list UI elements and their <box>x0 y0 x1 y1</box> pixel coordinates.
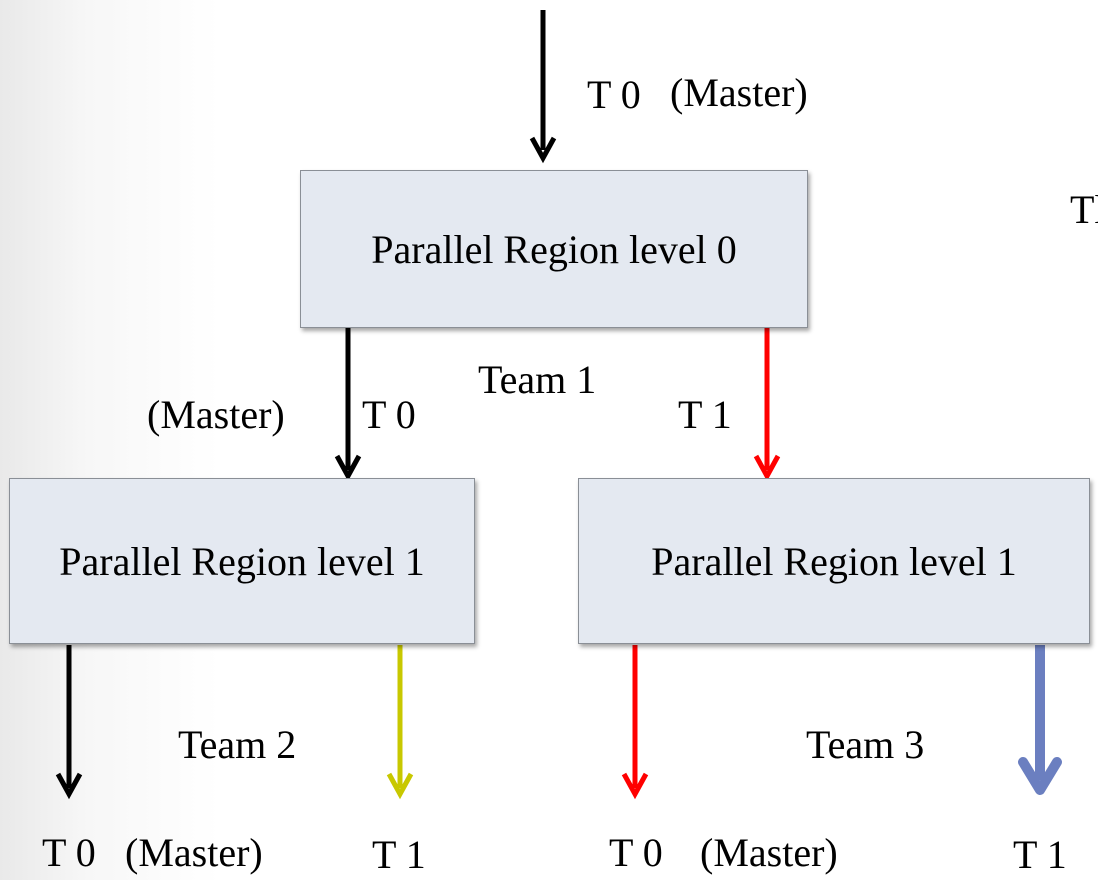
arrowhead-top-t0 <box>529 136 557 164</box>
label-top-thread: T 0 <box>587 72 641 117</box>
label-team2: Team 2 <box>178 722 297 767</box>
parallel-region-level1-right-box: Parallel Region level 1 <box>578 478 1090 644</box>
label-top-master: (Master) <box>670 70 808 115</box>
arrowhead-team3-t1 <box>1018 757 1062 795</box>
arrowhead-team3-t0 <box>621 772 649 800</box>
label-bottom-left-t0: T 0 <box>42 830 96 875</box>
label-bottom-right-t0: T 0 <box>609 830 663 875</box>
arrowhead-team1-t0 <box>334 454 362 482</box>
arrowhead-team1-t1 <box>753 454 781 482</box>
parallel-region-level0-box: Parallel Region level 0 <box>300 170 808 328</box>
parallel-region-level1-left-box: Parallel Region level 1 <box>9 478 475 644</box>
label-team1: Team 1 <box>478 357 597 402</box>
label-bottom-right-master: (Master) <box>700 830 838 875</box>
label-bottom-left-master: (Master) <box>125 830 263 875</box>
label-level1-master: (Master) <box>147 392 285 437</box>
arrowhead-team2-t0 <box>55 772 83 800</box>
label-edge-partial: Tl <box>1070 187 1098 232</box>
label-team3: Team 3 <box>806 722 925 767</box>
label-level1-t0: T 0 <box>362 392 416 437</box>
label-level1-t1: T 1 <box>678 392 732 437</box>
label-bottom-right-t1: T 1 <box>1013 832 1067 877</box>
arrowhead-team2-t1 <box>386 772 414 800</box>
label-bottom-left-t1: T 1 <box>372 832 426 877</box>
